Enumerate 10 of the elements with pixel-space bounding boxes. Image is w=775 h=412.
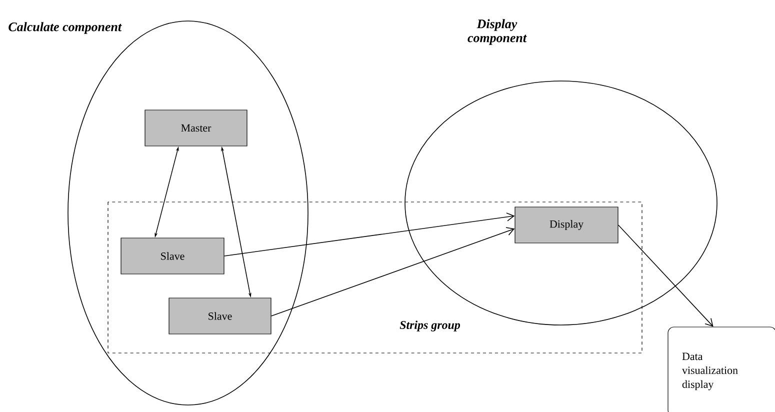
process-box: Slave <box>168 298 272 334</box>
process-box: Slave <box>120 238 224 274</box>
arrow <box>224 212 515 256</box>
output-box: Data visualization display <box>668 326 775 412</box>
group-label: Strips group <box>400 320 460 332</box>
process-box: Master <box>144 110 248 146</box>
arrow <box>270 227 515 316</box>
arrow <box>618 224 714 327</box>
process-box: Display <box>514 206 618 244</box>
node-label: Display component <box>468 19 527 45</box>
